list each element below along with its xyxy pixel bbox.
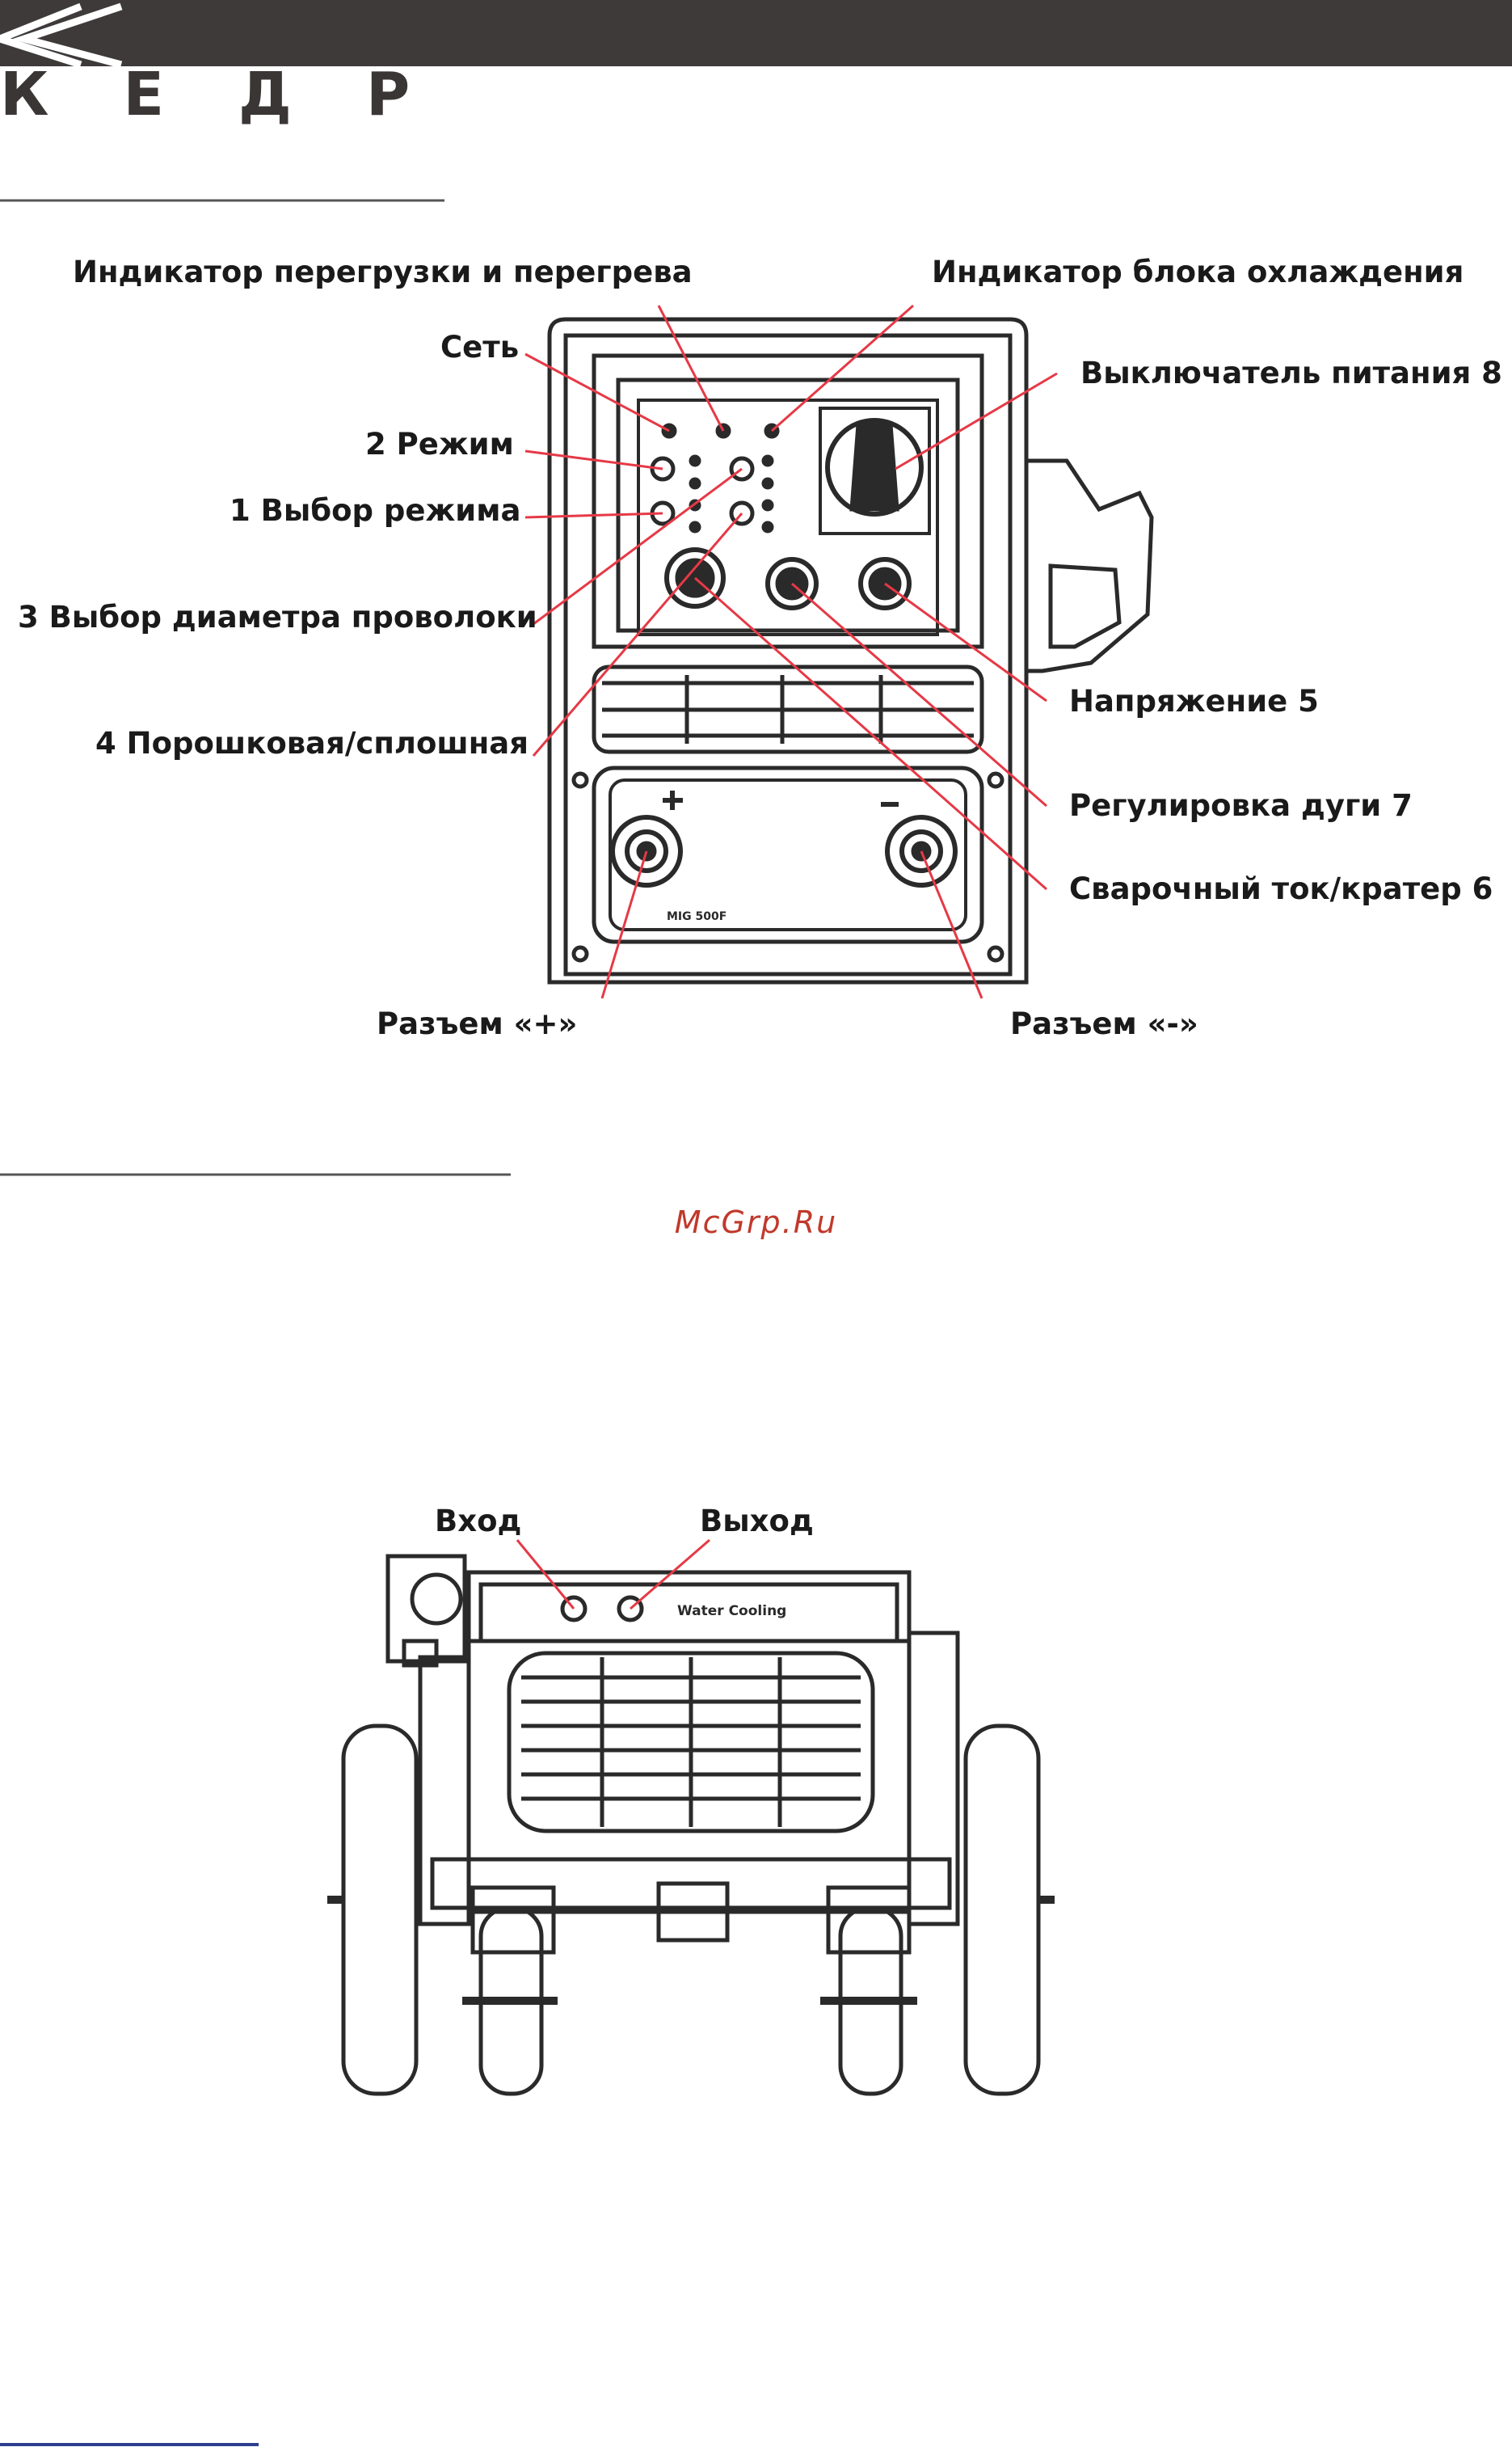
label-wire-diameter: 3 Выбор диаметра проволоки bbox=[18, 600, 537, 635]
label-voltage: Напряжение 5 bbox=[1069, 684, 1319, 719]
label-mode: 2 Режим bbox=[365, 427, 514, 462]
watermark: McGrp.Ru bbox=[0, 1205, 1512, 1240]
leader-lines bbox=[525, 306, 1057, 998]
label-outlet: Выход bbox=[700, 1504, 814, 1539]
label-weld-current: Сварочный ток/кратер 6 bbox=[1069, 871, 1493, 907]
water-cooling-unit bbox=[327, 1556, 1055, 2094]
logo-chevron-icon bbox=[0, 6, 121, 65]
label-inlet: Вход bbox=[435, 1504, 521, 1539]
footer-rule bbox=[0, 2443, 259, 2446]
welder-front-panel bbox=[550, 319, 1152, 982]
label-socket-plus: Разъем «+» bbox=[377, 1006, 577, 1042]
label-network: Сеть bbox=[440, 330, 519, 365]
label-arc-control: Регулировка дуги 7 bbox=[1069, 788, 1413, 824]
label-cooling-indicator: Индикатор блока охлаждения bbox=[932, 255, 1464, 290]
water-cooling-plate: Water Cooling bbox=[677, 1603, 786, 1619]
model-plate: MIG 500F bbox=[667, 910, 727, 923]
label-mode-select: 1 Выбор режима bbox=[230, 493, 520, 529]
label-power-switch: Выключатель питания 8 bbox=[1080, 356, 1502, 391]
label-overheat-indicator: Индикатор перегрузки и перегрева bbox=[73, 255, 693, 290]
label-socket-minus: Разъем «-» bbox=[1010, 1006, 1198, 1042]
label-flux-solid: 4 Порошковая/сплошная bbox=[95, 726, 529, 762]
